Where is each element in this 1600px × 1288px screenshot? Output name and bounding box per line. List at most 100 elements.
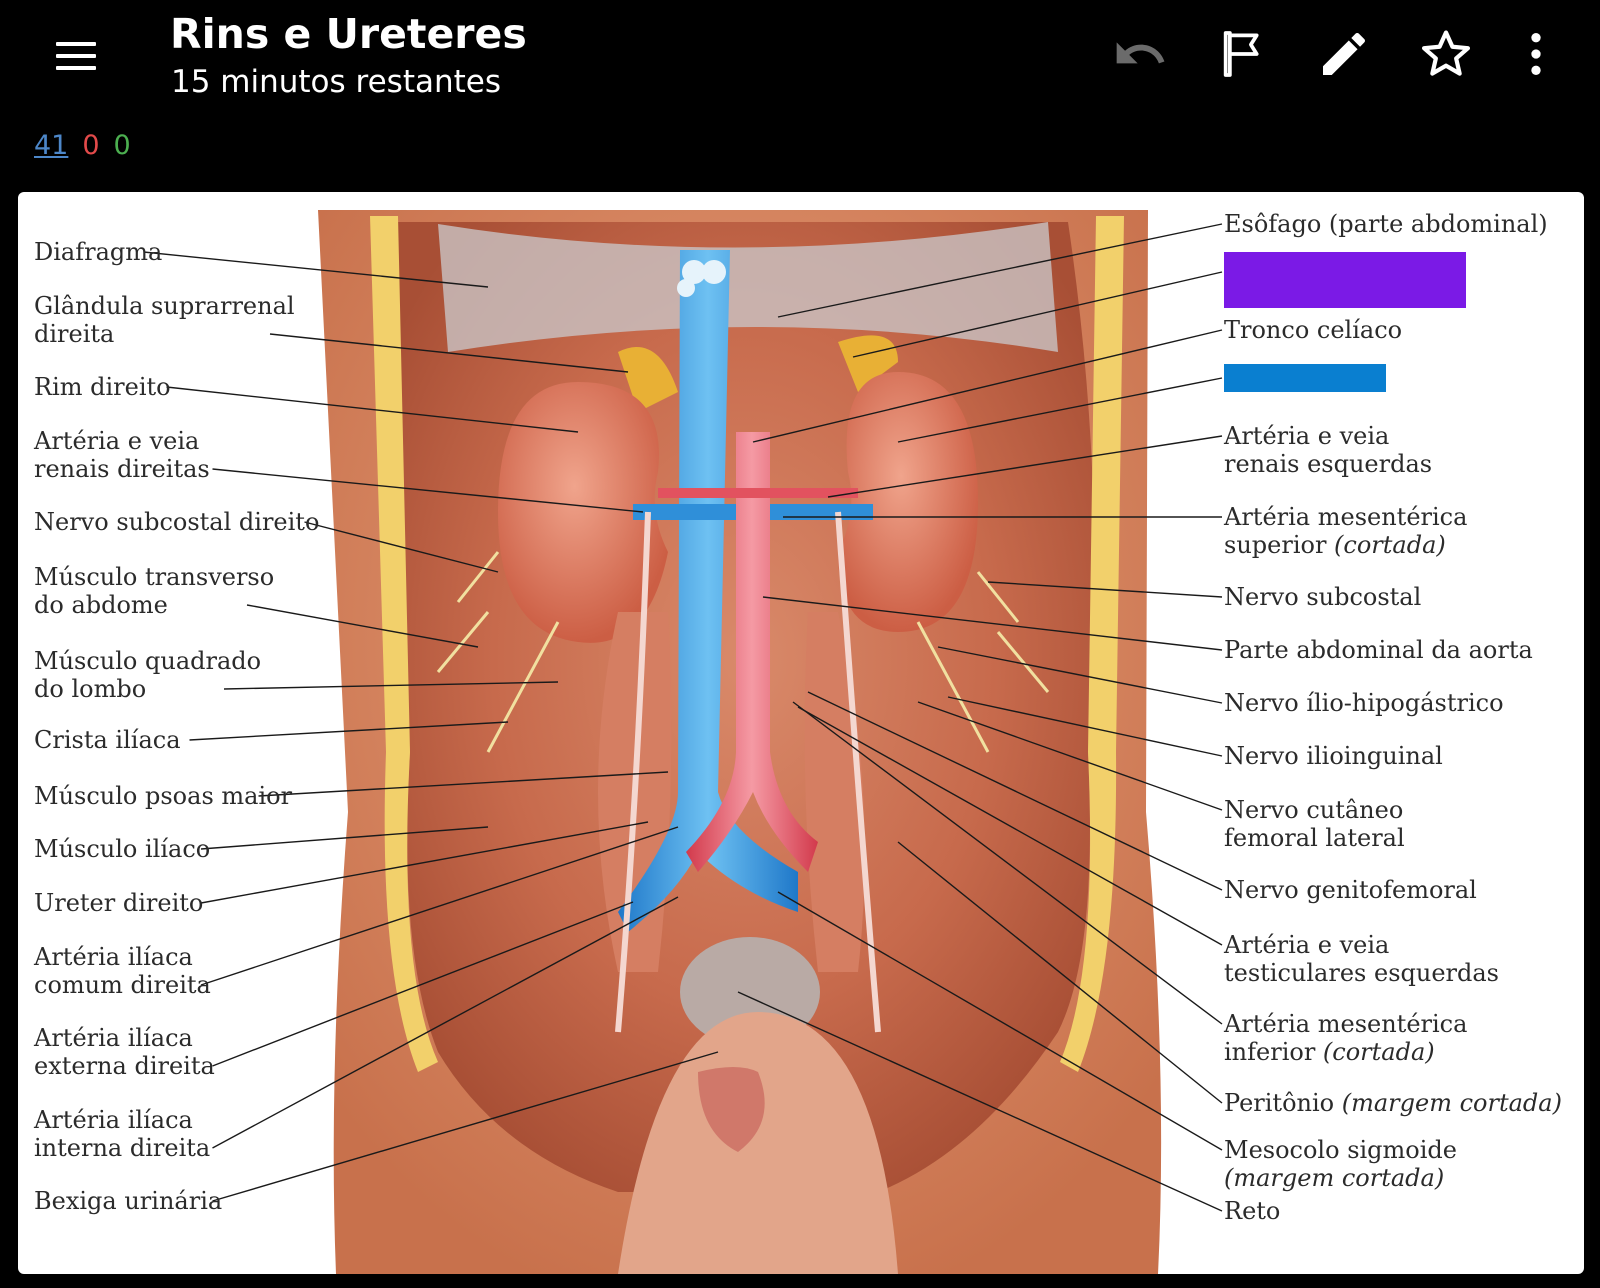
left-label[interactable]: Ureter direito: [34, 889, 203, 917]
label-line: comum direita: [34, 971, 211, 999]
leader-line: [258, 771, 669, 797]
label-line: Artéria e veia: [1224, 422, 1390, 450]
more-vert-icon[interactable]: [1508, 26, 1564, 82]
leader-line: [212, 896, 679, 1149]
label-line: Rim direito: [34, 373, 171, 401]
label-line: Glândula suprarrenal: [34, 292, 295, 320]
right-label[interactable]: Parte abdominal da aorta: [1224, 636, 1533, 664]
label-line: direita: [34, 320, 115, 348]
right-label[interactable]: Peritônio (margem cortada): [1224, 1089, 1562, 1117]
label-line: Tronco celíaco: [1224, 316, 1403, 344]
label-line: Bexiga urinária: [34, 1187, 223, 1215]
leader-line: [762, 596, 1223, 651]
leader-line: [166, 386, 579, 433]
right-label[interactable]: Nervo subcostal: [1224, 583, 1421, 611]
leader-line: [917, 701, 1223, 811]
left-label[interactable]: Bexiga urinária: [34, 1187, 222, 1215]
leader-line: [200, 826, 679, 986]
leader-line: [987, 581, 1223, 598]
label-line: Artéria ilíaca: [34, 1106, 193, 1134]
flag-icon[interactable]: [1214, 26, 1270, 82]
label-line: inferior (cortada): [1224, 1038, 1435, 1066]
leader-line: [792, 701, 1223, 1025]
right-label[interactable]: Reto: [1224, 1197, 1280, 1225]
leader-line: [777, 891, 1223, 1151]
left-label[interactable]: Crista ilíaca: [34, 726, 181, 754]
label-line: Artéria ilíaca: [34, 1024, 193, 1052]
leader-line: [947, 696, 1223, 757]
time-remaining: 15 minutos restantes: [171, 64, 501, 100]
left-label[interactable]: Rim direito: [34, 373, 171, 401]
app-bar: Rins e Ureteres 15 minutos restantes: [0, 0, 1600, 120]
leader-line: [807, 691, 1223, 891]
illustration-body: [318, 210, 1162, 1274]
leader-line: [797, 706, 1223, 946]
label-line: Nervo ilioinguinal: [1224, 742, 1443, 770]
label-line: Artéria ilíaca: [34, 943, 193, 971]
label-line: Nervo cutâneo: [1224, 796, 1404, 824]
leader-line: [852, 271, 1223, 358]
leader-line: [246, 604, 479, 648]
leader-line: [200, 826, 489, 850]
leader-line: [827, 435, 1223, 498]
right-label[interactable]: Nervo ilioinguinal: [1224, 742, 1443, 770]
label-line: do lombo: [34, 675, 147, 703]
occlusion-mask[interactable]: [1224, 364, 1386, 392]
left-label[interactable]: Nervo subcostal direito: [34, 508, 319, 536]
label-line: Mesocolo sigmoide: [1224, 1136, 1457, 1164]
left-label[interactable]: Músculo psoas maior: [34, 782, 292, 810]
leader-line: [777, 223, 1223, 318]
label-line: renais direitas: [34, 455, 210, 483]
label-line: Reto: [1224, 1197, 1281, 1225]
right-label[interactable]: Mesocolo sigmoide(margem cortada): [1224, 1136, 1457, 1192]
leader-line: [897, 377, 1223, 443]
total-count[interactable]: 41: [34, 130, 69, 161]
label-line: Artéria mesentérica: [1224, 1010, 1468, 1038]
label-line: Artéria e veia: [34, 427, 200, 455]
label-line: Esôfago (parte abdominal): [1224, 210, 1548, 238]
label-line: Artéria mesentérica: [1224, 503, 1468, 531]
menu-icon[interactable]: [44, 30, 108, 82]
star-icon[interactable]: [1418, 26, 1474, 82]
label-line: Nervo subcostal direito: [34, 508, 320, 536]
edit-icon[interactable]: [1316, 26, 1372, 82]
leader-line: [189, 721, 509, 741]
label-line: (margem cortada): [1224, 1164, 1445, 1192]
leader-line: [937, 646, 1223, 704]
right-label[interactable]: Nervo genitofemoral: [1224, 876, 1477, 904]
label-line: Crista ilíaca: [34, 726, 181, 754]
left-label[interactable]: Músculo ilíaco: [34, 835, 210, 863]
page-title: Rins e Ureteres: [170, 10, 527, 58]
label-line: externa direita: [34, 1052, 215, 1080]
right-label[interactable]: Nervo ílio-hipogástrico: [1224, 689, 1504, 717]
label-line: Diafragma: [34, 238, 163, 266]
anatomy-illustration: [143, 210, 1223, 1274]
leader-line: [269, 333, 629, 373]
label-line: renais esquerdas: [1224, 450, 1433, 478]
label-line: Peritônio (margem cortada): [1224, 1089, 1562, 1117]
right-label[interactable]: Tronco celíaco: [1224, 316, 1402, 344]
active-occlusion-mask[interactable]: [1224, 252, 1466, 308]
label-line: Ureter direito: [34, 889, 204, 917]
leader-line: [200, 821, 649, 904]
label-line: Músculo ilíaco: [34, 835, 211, 863]
label-line: testiculares esquerdas: [1224, 959, 1499, 987]
leader-line: [737, 991, 1223, 1212]
undo-icon[interactable]: [1112, 26, 1168, 82]
left-label[interactable]: Diafragma: [34, 238, 162, 266]
right-label[interactable]: Esôfago (parte abdominal): [1224, 210, 1548, 238]
label-line: Nervo genitofemoral: [1224, 876, 1477, 904]
